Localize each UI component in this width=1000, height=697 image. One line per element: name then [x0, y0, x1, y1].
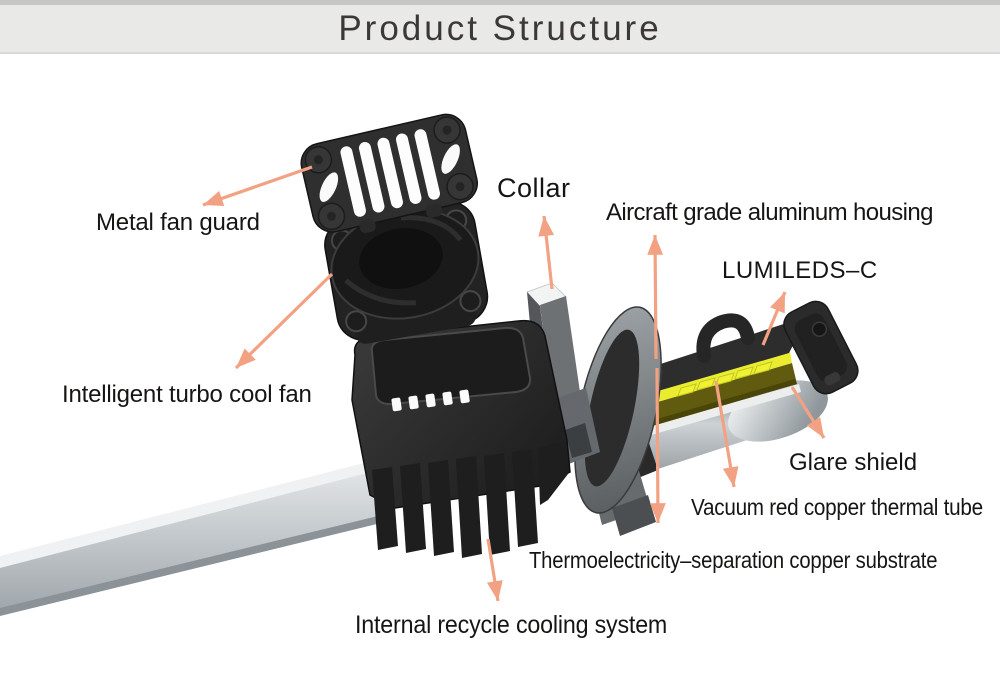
- label-collar: Collar: [497, 173, 571, 203]
- arrow-metal-fan-guard: [202, 165, 313, 207]
- label-aircraft-housing: Aircraft grade aluminum housing: [606, 199, 934, 226]
- led-chips: [677, 361, 773, 397]
- label-glare-shield: Glare shield: [789, 449, 918, 476]
- label-turbo-fan: Intelligent turbo cool fan: [62, 381, 312, 408]
- arrow-turbo-fan: [234, 272, 334, 370]
- arrow-glare-shield: [790, 386, 826, 439]
- arrow-collar: [538, 215, 555, 290]
- arrow-aircraft-housing: [647, 234, 664, 360]
- arrow-cooling-system: [486, 538, 503, 602]
- label-thermo-substrate: Thermoelectricity–separation copper subs…: [529, 547, 938, 573]
- label-vacuum-tube: Vacuum red copper thermal tube: [691, 494, 983, 520]
- header-top-strip: [0, 0, 1000, 5]
- label-lumileds: LUMILEDS–C: [722, 257, 878, 284]
- page-title: Product Structure: [338, 8, 662, 48]
- cool-fan-part: [324, 200, 489, 344]
- arrow-lumileds: [761, 291, 787, 346]
- heat-sink-part: [351, 319, 571, 558]
- label-metal-fan-guard: Metal fan guard: [96, 209, 260, 236]
- metal-fan-guard-part: [300, 113, 478, 234]
- label-cooling-system: Internal recycle cooling system: [355, 611, 668, 639]
- end-cap-part: [783, 300, 859, 395]
- arrow-thermo-substrate: [649, 367, 666, 524]
- arrow-vacuum-tube: [714, 380, 739, 488]
- title-bar: Product Structure: [0, 5, 1000, 54]
- callout-arrows: [202, 165, 826, 602]
- cooling-fins: [372, 442, 568, 558]
- mounting-strip-part: [0, 462, 381, 616]
